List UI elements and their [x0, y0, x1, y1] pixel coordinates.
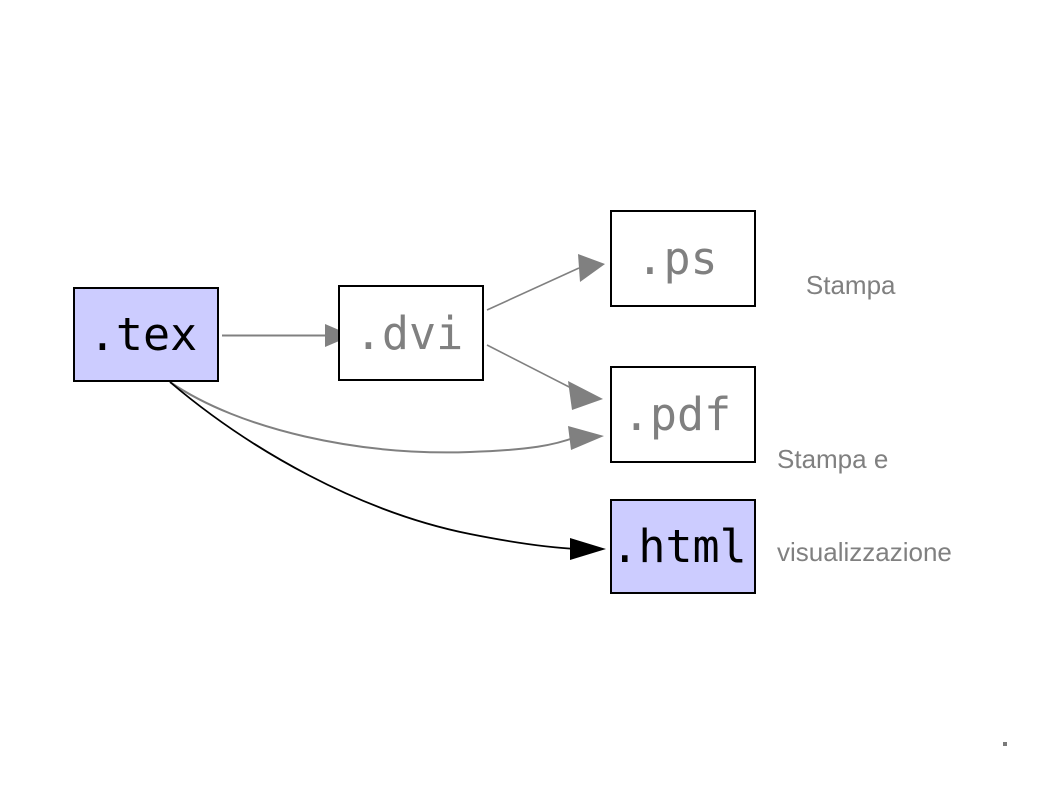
edge-dvi-to-ps — [486, 254, 605, 311]
annotation-stampa: Stampa — [777, 239, 896, 332]
node-pdf-label: .pdf — [622, 388, 732, 441]
node-dvi-label: .dvi — [354, 306, 464, 360]
node-html-label: .html — [611, 520, 747, 573]
annotation-stampa-text: Stampa — [805, 270, 896, 300]
node-tex[interactable]: .tex — [73, 287, 219, 382]
node-ps[interactable]: .ps — [610, 210, 756, 307]
edge-dvi-to-pdf — [486, 344, 603, 410]
annotation-stampa-visualizzazione-line2: visualizzazione — [777, 537, 952, 567]
node-html[interactable]: .html — [610, 499, 756, 594]
node-ps-label: .ps — [636, 232, 718, 285]
node-dvi[interactable]: .dvi — [338, 285, 484, 381]
edge-tex-to-html — [169, 381, 606, 560]
node-tex-label: .tex — [88, 308, 198, 361]
annotation-stampa-visualizzazione-line1: Stampa e — [777, 444, 889, 474]
node-pdf[interactable]: .pdf — [610, 366, 756, 463]
corner-dot-mark — [1003, 742, 1007, 746]
edge-tex-to-pdf — [169, 381, 604, 454]
edge-tex-to-dvi — [222, 324, 352, 347]
annotation-stampa-visualizzazione: Stampa e visualizzazione — [777, 382, 952, 630]
